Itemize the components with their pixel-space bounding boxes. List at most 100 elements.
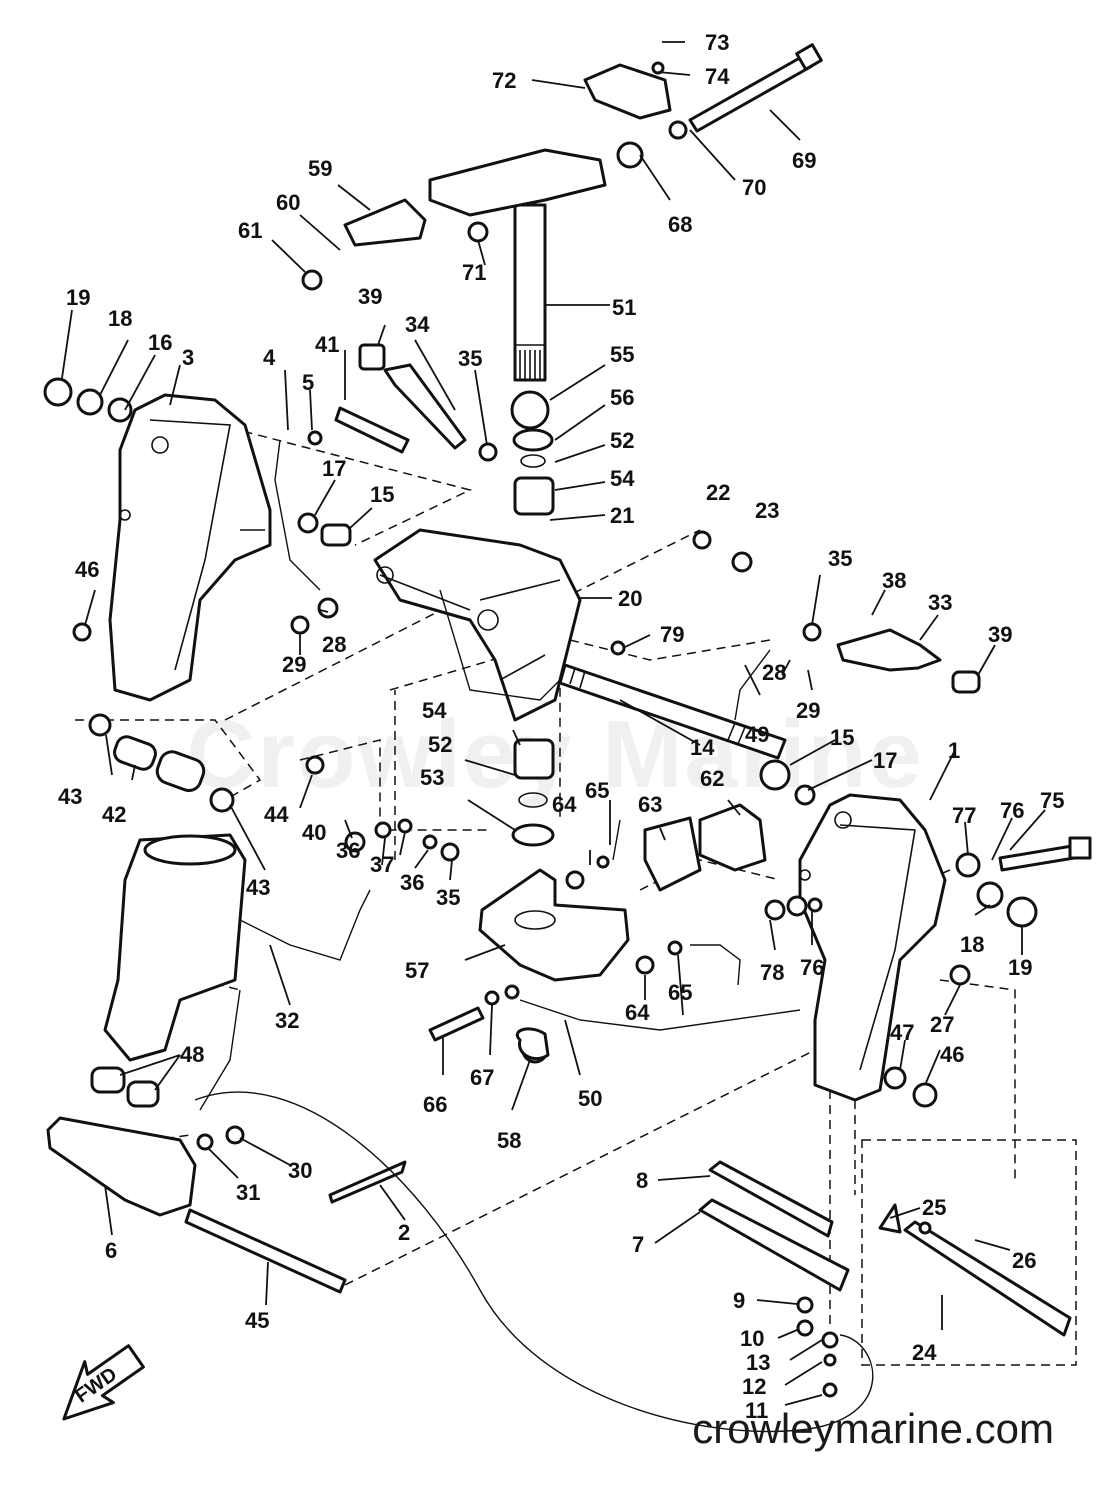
callout-53: 53 [420,765,444,790]
fwd-arrow-icon: FWD [62,1344,145,1421]
tilt-rod [184,1208,347,1294]
wire-harnesses [194,439,874,1433]
callout-15b: 15 [830,725,854,750]
callout-30: 30 [288,1158,312,1183]
callout-22: 22 [706,480,730,505]
trim-switch [643,803,767,892]
callout-66: 66 [423,1092,447,1117]
callout-6: 6 [105,1238,117,1263]
callout-28b: 28 [762,660,786,685]
through-bolts [428,43,1092,1042]
callout-49: 49 [745,722,769,747]
callout-15: 15 [370,482,394,507]
callout-41: 41 [315,332,339,357]
callout-3: 3 [182,345,194,370]
callout-8: 8 [636,1168,648,1193]
callout-58: 58 [497,1128,521,1153]
callout-46b: 46 [940,1042,964,1067]
callout-65: 65 [585,778,609,803]
anode-plates [698,1160,850,1292]
callout-54b: 54 [422,698,447,723]
callout-51: 51 [612,295,636,320]
callout-76b: 76 [800,955,824,980]
callout-56: 56 [610,385,634,410]
callout-40: 40 [302,820,326,845]
callout-28: 28 [322,632,346,657]
callout-14: 14 [690,735,715,760]
callout-25: 25 [922,1195,946,1220]
callout-17b: 17 [873,748,897,773]
tilt-tube [558,663,787,760]
callout-5: 5 [302,370,314,395]
callout-29b: 29 [796,698,820,723]
callout-11: 11 [745,1398,768,1423]
callout-37: 37 [370,852,394,877]
callout-19b: 19 [1008,955,1032,980]
steering-arm [343,63,672,247]
callout-32: 32 [275,1008,299,1033]
callout-38: 38 [882,568,906,593]
callout-47: 47 [890,1020,914,1045]
callout-33: 33 [928,590,952,615]
callout-19: 19 [66,285,90,310]
steering-base [478,868,630,982]
callout-46: 46 [75,557,99,582]
callout-12: 12 [742,1374,766,1399]
callout-16: 16 [148,330,172,355]
callout-7: 7 [632,1232,644,1257]
callout-73: 73 [705,30,729,55]
callout-20: 20 [618,586,642,611]
callout-50: 50 [578,1086,602,1111]
callout-35: 35 [458,346,482,371]
callout-75: 75 [1040,788,1064,813]
callout-36b: 36 [336,838,360,863]
callout-77: 77 [952,803,976,828]
callout-31: 31 [236,1180,260,1205]
callout-36: 36 [400,870,424,895]
callout-62: 62 [700,766,724,791]
callout-59: 59 [308,156,332,181]
callout-74: 74 [705,64,730,89]
callout-43b: 43 [246,875,270,900]
callout-76: 76 [1000,798,1024,823]
callout-61: 61 [238,218,262,243]
callout-43: 43 [58,784,82,809]
callout-44: 44 [264,802,289,827]
callout-69: 69 [792,148,816,173]
callout-27: 27 [930,1012,954,1037]
callout-21: 21 [610,503,634,528]
callout-26: 26 [1012,1248,1036,1273]
lower-clamp [46,1116,197,1217]
callout-70: 70 [742,175,766,200]
callout-45: 45 [245,1308,269,1333]
callout-35c: 35 [436,885,460,910]
steering-shaft [513,203,547,382]
callout-54: 54 [610,466,635,491]
trim-cylinder [103,833,371,1111]
callout-35b: 35 [828,546,852,571]
tilt-lever [878,1203,1072,1337]
callout-10: 10 [740,1326,764,1351]
callout-18b: 18 [960,932,984,957]
callout-1: 1 [948,738,960,763]
callout-39: 39 [358,284,382,309]
callout-23: 23 [755,498,779,523]
callout-71: 71 [462,260,486,285]
callout-42: 42 [102,802,126,827]
callout-4: 4 [263,345,276,370]
callout-48: 48 [180,1042,204,1067]
callout-63: 63 [638,792,662,817]
clamp-bracket-left [108,393,272,702]
clamp-bracket-right [798,793,947,1102]
callout-52: 52 [610,428,634,453]
callout-57: 57 [405,958,429,983]
callout-24: 24 [912,1340,937,1365]
tilt-stopper-levers [334,363,942,672]
callout-64: 64 [552,792,577,817]
small-hardware [43,61,1038,1398]
callout-39b: 39 [988,622,1012,647]
callout-18: 18 [108,306,132,331]
callout-67: 67 [470,1065,494,1090]
leader-lines [61,41,1046,1406]
